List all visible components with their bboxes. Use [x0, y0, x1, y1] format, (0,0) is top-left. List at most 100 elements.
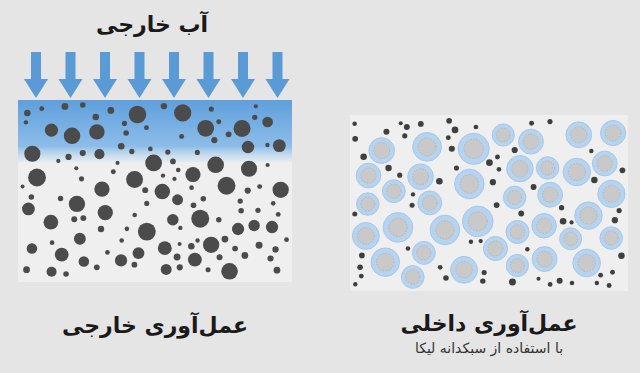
aggregate-dot [179, 134, 184, 139]
water-halo [563, 158, 590, 185]
leca-core [413, 169, 429, 185]
aggregate-dot [58, 196, 63, 201]
water-halo [352, 222, 379, 249]
water-halo [532, 247, 557, 272]
leca-core [510, 259, 524, 273]
aggregate-dot [203, 237, 219, 253]
arrow-shaft [100, 52, 110, 80]
aggregate-dot [94, 149, 104, 159]
aggregate-dot [267, 255, 273, 261]
aggregate-dot [217, 254, 223, 260]
aggregate-dot [449, 146, 455, 152]
water-halo [369, 138, 395, 164]
leca-core [510, 225, 524, 239]
arrow-head [93, 79, 117, 98]
aggregate-dot [248, 220, 259, 231]
aggregate-dot [548, 282, 553, 287]
aggregate-dot [617, 208, 622, 213]
aggregate-dot [55, 248, 69, 262]
water-arrow [197, 52, 221, 98]
aggregate-dot [62, 103, 69, 110]
aggregate-dot [27, 243, 37, 253]
leca-core [361, 168, 376, 183]
water-arrows [24, 52, 290, 98]
curing-panel: عمل‌آوری خارجی [18, 100, 292, 282]
leca-core [417, 246, 431, 260]
aggregate-dot [98, 226, 104, 232]
aggregate-dot [133, 247, 145, 259]
leca-core [523, 134, 538, 149]
leca-core [436, 221, 454, 239]
aggregate-dot [518, 211, 524, 217]
leca-core [468, 212, 487, 231]
aggregate-dot [201, 196, 207, 202]
aggregate-dot [39, 106, 44, 111]
aggregate-dot [142, 187, 148, 193]
aggregate-dot [607, 283, 612, 288]
aggregate-dot [272, 182, 288, 198]
aggregate-dot [63, 271, 69, 277]
water-halo [383, 213, 413, 243]
aggregate-dot [188, 253, 202, 267]
water-halo [408, 164, 434, 190]
water-halo [506, 220, 529, 243]
aggregate-dot [272, 246, 278, 252]
aggregate-dot [560, 218, 567, 225]
aggregate-dot [177, 264, 183, 270]
aggregate-dot [265, 143, 269, 147]
aggregate-dot [178, 226, 182, 230]
aggregate-dot [79, 256, 90, 267]
leca-grain [492, 124, 514, 146]
aggregate-dot [65, 154, 71, 160]
leca-core [464, 139, 483, 158]
aggregate-dot [494, 202, 500, 208]
aggregate-dot [254, 104, 258, 108]
leca-core [542, 187, 557, 202]
aggregate-dot [79, 176, 84, 181]
leca-core [512, 161, 528, 177]
water-halo [412, 241, 435, 264]
aggregate-dot [232, 223, 244, 235]
leca-grain [455, 169, 485, 199]
leca-aggregates [352, 118, 625, 288]
aggregate-dot [167, 214, 179, 226]
aggregate-dot [172, 194, 183, 205]
aggregate-dot [557, 278, 563, 284]
leca-grain [575, 202, 602, 229]
water-halo [382, 180, 405, 203]
aggregate-dot [216, 119, 221, 124]
aggregate-dot [126, 171, 143, 188]
aggregate-dot [144, 125, 149, 130]
aggregate-dot [256, 242, 263, 249]
aggregate-dot [23, 266, 30, 273]
arrow-shaft [273, 52, 283, 80]
aggregate-dot [207, 157, 224, 174]
water-arrow [59, 52, 83, 98]
leca-core [568, 163, 585, 180]
aggregate-dot [357, 264, 363, 270]
aggregate-dot [69, 196, 85, 212]
aggregate-dot [111, 169, 116, 174]
leca-core [605, 125, 621, 141]
aggregate-dot [191, 210, 209, 228]
water-halo [371, 248, 400, 277]
leca-core [406, 270, 420, 284]
aggregate-dot [161, 103, 167, 109]
aggregate-dot [410, 203, 415, 208]
water-halo [532, 213, 557, 238]
aggregate-dot [197, 120, 214, 137]
aggregate-dot [174, 253, 181, 260]
leca-grain [506, 220, 529, 243]
arrow-shaft [135, 52, 145, 80]
aggregate-dot [252, 115, 257, 120]
leca-grain [408, 164, 434, 190]
aggregate-dot [385, 165, 391, 171]
leca-core [460, 175, 478, 193]
aggregate-dot [512, 147, 518, 153]
aggregate-dot [352, 121, 357, 126]
water-halo [492, 124, 514, 146]
aggregate-dot [129, 149, 134, 154]
arrow-head [231, 79, 255, 98]
arrow-shaft [66, 52, 76, 80]
aggregate-dot [29, 194, 35, 200]
